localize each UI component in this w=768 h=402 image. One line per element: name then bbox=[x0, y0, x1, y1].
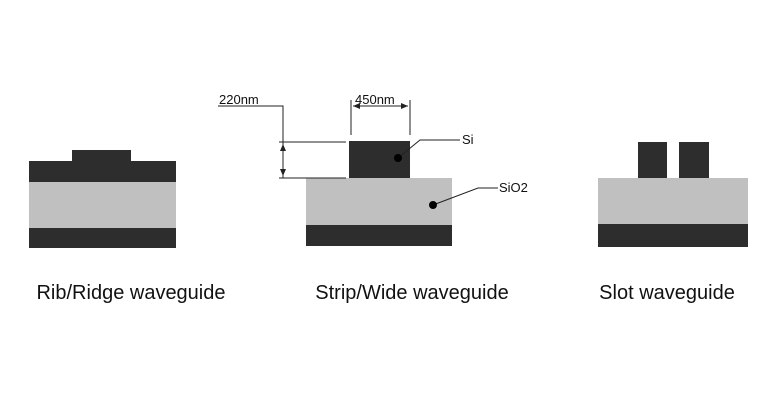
sio2-marker bbox=[429, 201, 437, 209]
width-label: 450nm bbox=[355, 92, 395, 107]
slot-waveguide bbox=[598, 142, 748, 247]
strip-substrate bbox=[306, 225, 452, 246]
strip-oxide bbox=[306, 178, 452, 225]
height-label: 220nm bbox=[219, 92, 259, 107]
rib-ridge bbox=[72, 150, 131, 162]
slot-rail-right bbox=[679, 142, 709, 178]
rib-oxide bbox=[29, 182, 176, 228]
dimension-lines bbox=[218, 100, 498, 206]
sio2-label: SiO2 bbox=[499, 180, 528, 195]
slot-rail-left bbox=[638, 142, 667, 178]
slot-substrate bbox=[598, 224, 748, 247]
rib-waveguide bbox=[29, 150, 176, 248]
strip-caption: Strip/Wide waveguide bbox=[315, 282, 509, 304]
strip-waveguide bbox=[218, 100, 498, 246]
rib-substrate bbox=[29, 228, 176, 248]
rib-slab bbox=[29, 161, 176, 182]
rib-caption: Rib/Ridge waveguide bbox=[36, 282, 226, 304]
si-label: Si bbox=[462, 132, 474, 147]
si-marker bbox=[394, 154, 402, 162]
slot-oxide bbox=[598, 178, 748, 224]
slot-caption: Slot waveguide bbox=[599, 282, 735, 304]
